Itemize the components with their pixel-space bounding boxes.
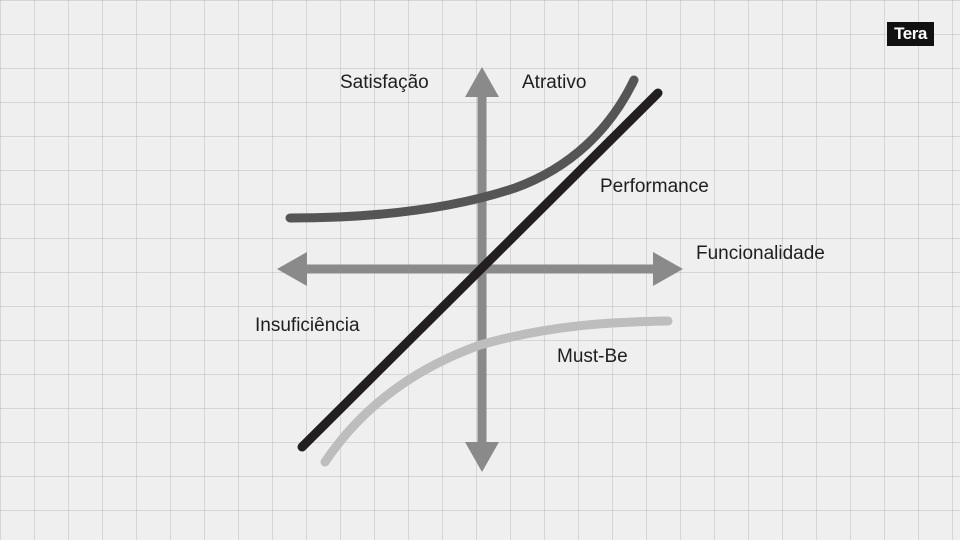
must-be-label: Must-Be <box>557 346 628 367</box>
x-axis-arrow-left-icon <box>277 252 307 286</box>
x-axis-label: Funcionalidade <box>696 243 825 264</box>
performance-label: Performance <box>600 176 709 197</box>
attractive-curve <box>285 75 639 223</box>
y-axis-arrow-down-icon <box>465 442 499 472</box>
insufficiency-label: Insuficiência <box>255 315 360 336</box>
x-axis-arrow-right-icon <box>653 252 683 286</box>
y-axis-arrow-up-icon <box>465 67 499 97</box>
tera-logo: Tera <box>887 22 934 46</box>
attractive-label: Atrativo <box>522 72 587 93</box>
must-be-curve <box>320 316 673 467</box>
performance-line <box>297 88 663 452</box>
y-axis-label: Satisfação <box>340 72 429 93</box>
